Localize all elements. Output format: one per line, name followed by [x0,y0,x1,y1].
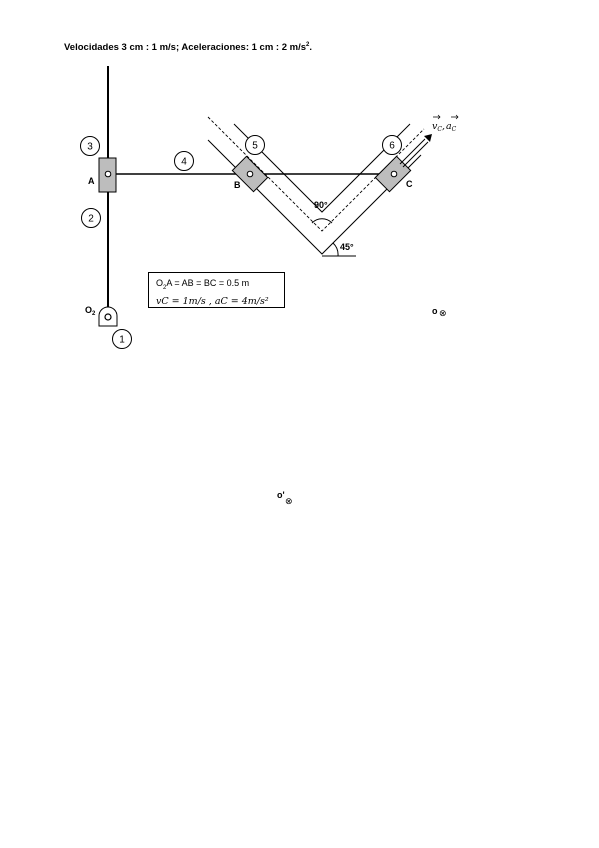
svg-text:2: 2 [88,214,94,225]
guide-outer-left [207,139,422,255]
info-box: O2A = AB = BC = 0.5 m vC = 1m/s , aC = 4… [148,272,285,308]
angle-label-90: 90° [314,200,328,210]
scale-header: Velocidades 3 cm : 1 m/s; Aceleraciones:… [64,42,312,54]
info-line-kinematics: vC = 1m/s , aC = 4m/s² [156,295,269,307]
vector-shaft-1 [399,138,426,165]
center-o-marker: ⊗ [439,309,447,319]
svg-text:1: 1 [119,335,125,346]
point-label-c: C [406,179,413,189]
member-label-5: 5 [245,135,265,155]
svg-text:3: 3 [87,142,93,153]
pivot-o2 [104,313,112,321]
member-label-6: 6 [382,135,402,155]
vector-arrowhead [424,134,432,142]
point-label-a: A [88,176,95,186]
pin-c [390,170,398,178]
vector-v-arrow-icon [433,114,441,120]
svg-text:5: 5 [252,141,258,152]
center-o-label: o [432,306,438,316]
member-label-4: 4 [174,151,194,171]
center-o-prime-label: o' [277,490,285,500]
vector-a-arrow-icon [451,114,459,120]
guide-inner [233,123,411,213]
vector-label: vC,aC [432,121,457,133]
center-o-prime-marker: ⊗ [285,497,293,507]
vector-shaft-2 [402,141,429,168]
angle-arc-90 [311,218,333,224]
angle-label-45: 45° [340,242,354,252]
svg-text:4: 4 [181,157,187,168]
member-label-3: 3 [80,136,100,156]
member-label-2: 2 [81,208,101,228]
point-label-b: B [234,180,241,190]
svg-text:6: 6 [389,141,395,152]
pin-b [246,170,254,178]
angle-arc-45 [332,242,339,257]
pin-a [104,170,112,178]
point-label-o2: O2 [85,305,96,317]
member-label-1: 1 [112,329,132,349]
info-line-lengths: O2A = AB = BC = 0.5 m [156,278,250,291]
